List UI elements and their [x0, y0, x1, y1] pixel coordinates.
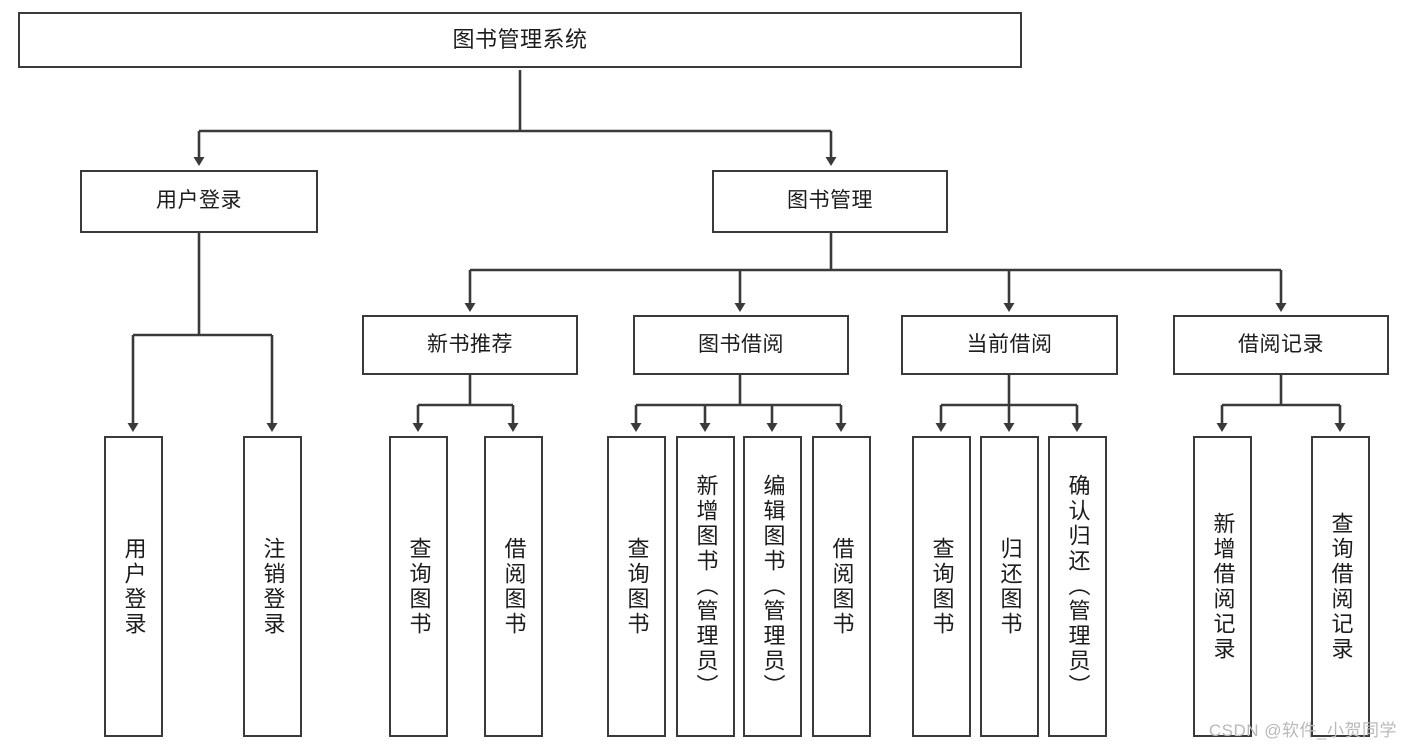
leaf-user-login-label: 用户登录: [121, 536, 147, 637]
watermark: CSDN @软件_小贺同学: [1208, 721, 1397, 740]
leaf-user-login[interactable]: 用户登录: [104, 436, 163, 737]
node-root-label: 图书管理系统: [452, 27, 588, 53]
node-book-borrow[interactable]: 图书借阅: [633, 315, 849, 375]
leaf-query-book-2-label: 查询图书: [624, 536, 650, 637]
leaf-return-book[interactable]: 归还图书: [980, 436, 1039, 737]
node-borrow-record-label: 借阅记录: [1238, 332, 1324, 356]
node-current-borrow-label: 当前借阅: [966, 332, 1053, 356]
leaf-edit-book-label: 编辑图书（管理员）: [760, 474, 786, 699]
leaf-add-book-label: 新增图书（管理员）: [693, 474, 719, 699]
leaf-logout-label: 注销登录: [260, 536, 286, 637]
node-book-manage[interactable]: 图书管理: [712, 170, 948, 233]
leaf-edit-book[interactable]: 编辑图书（管理员）: [743, 436, 802, 737]
node-borrow-record[interactable]: 借阅记录: [1173, 315, 1389, 375]
leaf-add-book[interactable]: 新增图书（管理员）: [676, 436, 735, 737]
node-new-book-rec[interactable]: 新书推荐: [362, 315, 578, 375]
leaf-add-record-label: 新增借阅记录: [1210, 511, 1236, 662]
leaf-return-book-label: 归还图书: [997, 536, 1023, 637]
node-book-manage-label: 图书管理: [787, 189, 873, 213]
node-user-login-label: 用户登录: [156, 189, 242, 213]
leaf-borrow-book-1[interactable]: 借阅图书: [484, 436, 543, 737]
leaf-query-book-1-label: 查询图书: [406, 536, 432, 637]
leaf-query-record[interactable]: 查询借阅记录: [1311, 436, 1370, 737]
leaf-add-record[interactable]: 新增借阅记录: [1193, 436, 1252, 737]
node-user-login[interactable]: 用户登录: [80, 170, 318, 233]
leaf-confirm-return-label: 确认归还（管理员）: [1065, 474, 1091, 699]
node-current-borrow[interactable]: 当前借阅: [901, 315, 1118, 375]
leaf-query-record-label: 查询借阅记录: [1328, 511, 1354, 662]
leaf-confirm-return[interactable]: 确认归还（管理员）: [1048, 436, 1107, 737]
node-book-borrow-label: 图书借阅: [698, 332, 784, 356]
leaf-logout[interactable]: 注销登录: [243, 436, 302, 737]
leaf-borrow-book-2[interactable]: 借阅图书: [812, 436, 871, 737]
leaf-query-book-3[interactable]: 查询图书: [912, 436, 971, 737]
leaf-borrow-book-1-label: 借阅图书: [501, 536, 527, 637]
leaf-query-book-2[interactable]: 查询图书: [607, 436, 666, 737]
node-new-book-rec-label: 新书推荐: [427, 332, 513, 356]
leaf-borrow-book-2-label: 借阅图书: [829, 536, 855, 637]
node-root[interactable]: 图书管理系统: [18, 12, 1022, 68]
leaf-query-book-3-label: 查询图书: [929, 536, 955, 637]
leaf-query-book-1[interactable]: 查询图书: [389, 436, 448, 737]
